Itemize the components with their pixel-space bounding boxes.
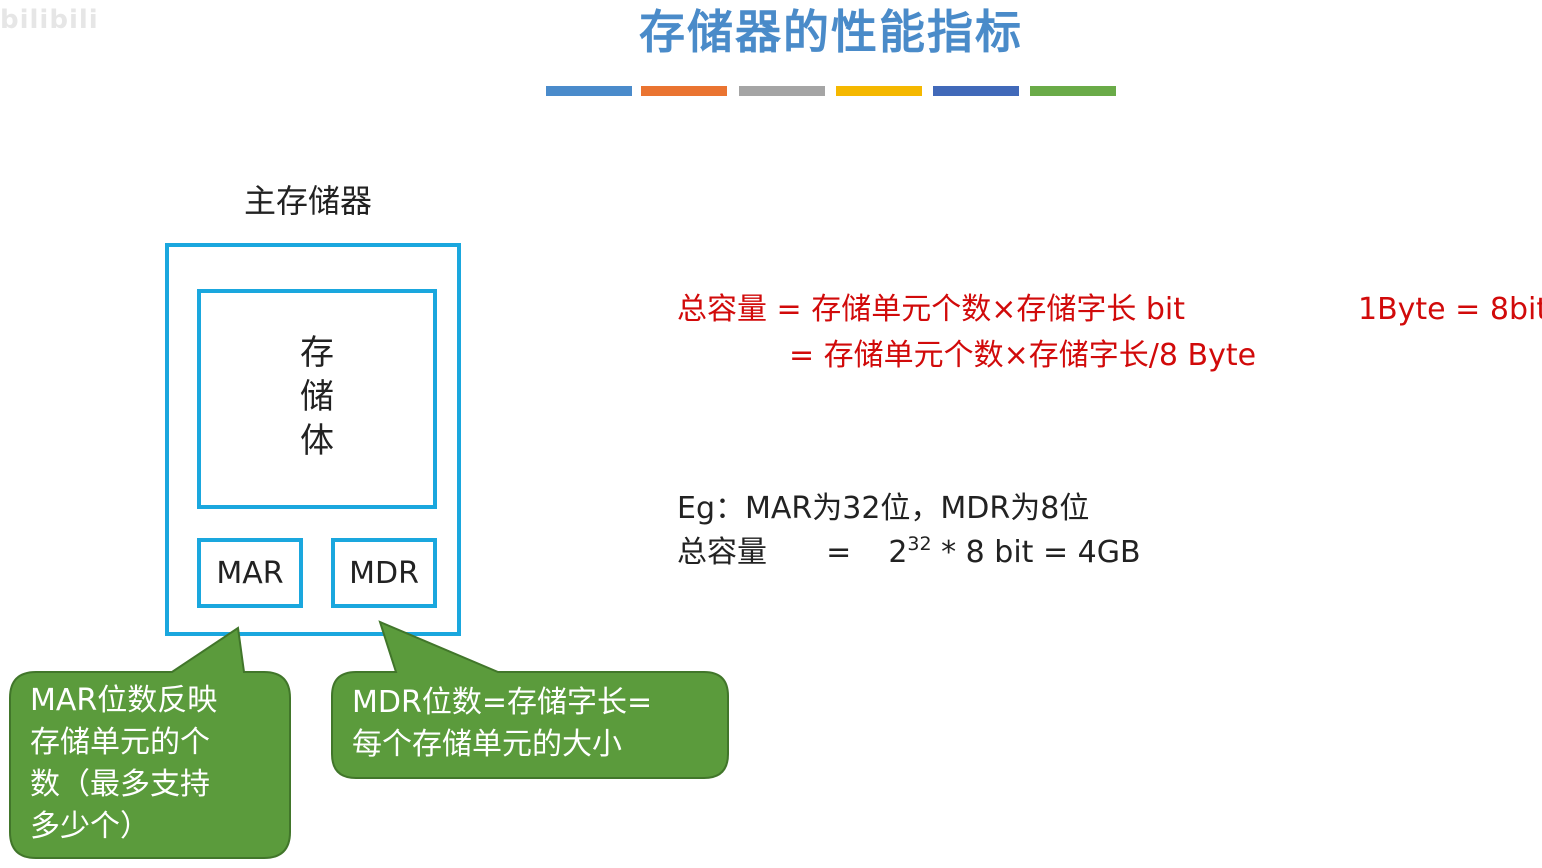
mdr-label: MDR	[349, 556, 419, 591]
stripe-1	[546, 86, 632, 96]
stripe-5	[933, 86, 1019, 96]
main-memory-label: 主存储器	[244, 182, 373, 220]
mar-callout-bubble	[9, 626, 291, 859]
byte-bit-note: 1Byte = 8bit	[1358, 292, 1542, 327]
mar-callout-line: 数（最多支持	[30, 767, 210, 802]
watermark: bilibili	[0, 5, 99, 35]
stripe-6	[1030, 86, 1116, 96]
mar-box: MAR	[197, 538, 303, 608]
mdr-box: MDR	[331, 538, 437, 608]
storage-body-char: 储	[300, 377, 334, 417]
mar-callout-line: 多少个）	[30, 809, 150, 844]
mdr-callout-text: MDR位数=存储字长= 每个存储单元的大小	[352, 682, 724, 766]
capacity-formula-line2: = 存储单元个数×存储字长/8 Byte	[789, 338, 1257, 373]
example-line1: Eg：MAR为32位，MDR为8位	[677, 491, 1090, 526]
example-exponent: 32	[907, 533, 932, 555]
stripe-2	[641, 86, 727, 96]
mar-label: MAR	[216, 556, 284, 591]
storage-body-box	[197, 289, 437, 509]
capacity-formula-line1: 总容量 = 存储单元个数×存储字长 bit	[677, 292, 1186, 327]
mar-callout-line: MAR位数反映	[30, 683, 218, 718]
mar-callout-line: 存储单元的个	[30, 725, 210, 760]
example-base: 2	[888, 535, 908, 570]
example-rest: * 8 bit = 4GB	[931, 535, 1141, 570]
mdr-callout-bubble	[331, 620, 729, 779]
example-line2: 总容量 = 232 * 8 bit = 4GB	[677, 531, 1141, 575]
storage-body-char: 存	[300, 333, 334, 373]
stripe-4	[836, 86, 922, 96]
storage-body-char: 体	[300, 421, 334, 461]
mdr-callout-line: MDR位数=存储字长=	[352, 685, 653, 720]
example-capacity-label: 总容量	[677, 535, 767, 570]
example-equals: =	[826, 535, 852, 570]
page-title: 存储器的性能指标	[639, 5, 1023, 59]
storage-body-label: 存 储 体	[197, 331, 437, 463]
stripe-3	[739, 86, 825, 96]
mdr-callout-line: 每个存储单元的大小	[352, 727, 622, 762]
mar-callout-text: MAR位数反映 存储单元的个 数（最多支持 多少个）	[30, 680, 286, 848]
